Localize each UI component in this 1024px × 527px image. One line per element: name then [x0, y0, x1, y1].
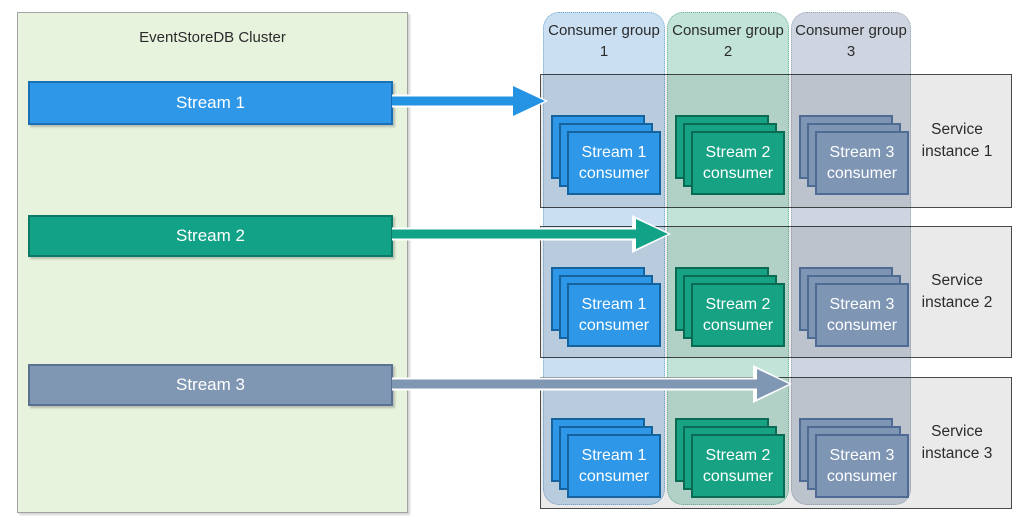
consumer-card-front: Stream 1 consumer	[567, 434, 661, 498]
service-instance-1-label: Service instance 1	[921, 121, 993, 160]
stream-3-consumer-stack-instance-1: Stream 3 consumer	[799, 115, 911, 197]
stream-3-consumer-stack-instance-3: Stream 3 consumer	[799, 418, 911, 500]
service-instance-2-label: Service instance 2	[921, 272, 993, 311]
stream-2-consumer-stack-instance-3: Stream 2 consumer	[675, 418, 787, 500]
consumer-card-front: Stream 2 consumer	[691, 283, 785, 347]
stream-2-label: Stream 2	[176, 226, 245, 245]
consumer-card-front: Stream 2 consumer	[691, 131, 785, 195]
stream-2-consumer-stack-instance-2: Stream 2 consumer	[675, 267, 787, 349]
stream-2-bar: Stream 2	[28, 215, 393, 257]
consumer-card-front: Stream 1 consumer	[567, 131, 661, 195]
consumer-card-front: Stream 3 consumer	[815, 283, 909, 347]
eventstoredb-cluster-panel: EventStoreDB Cluster Stream 1 Stream 2 S…	[17, 12, 408, 513]
stream-1-arrow	[392, 82, 548, 120]
stream-2-consumer-stack-instance-1: Stream 2 consumer	[675, 115, 787, 197]
stream-3-label: Stream 3	[176, 375, 245, 394]
consumer-group-1-label: Consumer group 1	[548, 22, 660, 60]
consumer-card-front: Stream 3 consumer	[815, 131, 909, 195]
consumer-card-front: Stream 1 consumer	[567, 283, 661, 347]
service-instance-3-label: Service instance 3	[921, 423, 993, 462]
stream-1-consumer-stack-instance-1: Stream 1 consumer	[551, 115, 663, 197]
stream-3-bar: Stream 3	[28, 364, 393, 406]
stream-3-consumer-stack-instance-2: Stream 3 consumer	[799, 267, 911, 349]
stream-1-consumer-stack-instance-3: Stream 1 consumer	[551, 418, 663, 500]
consumer-group-2-label: Consumer group 2	[672, 22, 784, 60]
stream-1-label: Stream 1	[176, 93, 245, 112]
consumer-card-front: Stream 2 consumer	[691, 434, 785, 498]
consumer-card-front: Stream 3 consumer	[815, 434, 909, 498]
cluster-title: EventStoreDB Cluster	[139, 29, 286, 46]
stream-1-consumer-stack-instance-2: Stream 1 consumer	[551, 267, 663, 349]
stream-1-bar: Stream 1	[28, 81, 393, 125]
consumer-group-3-label: Consumer group 3	[795, 22, 907, 60]
